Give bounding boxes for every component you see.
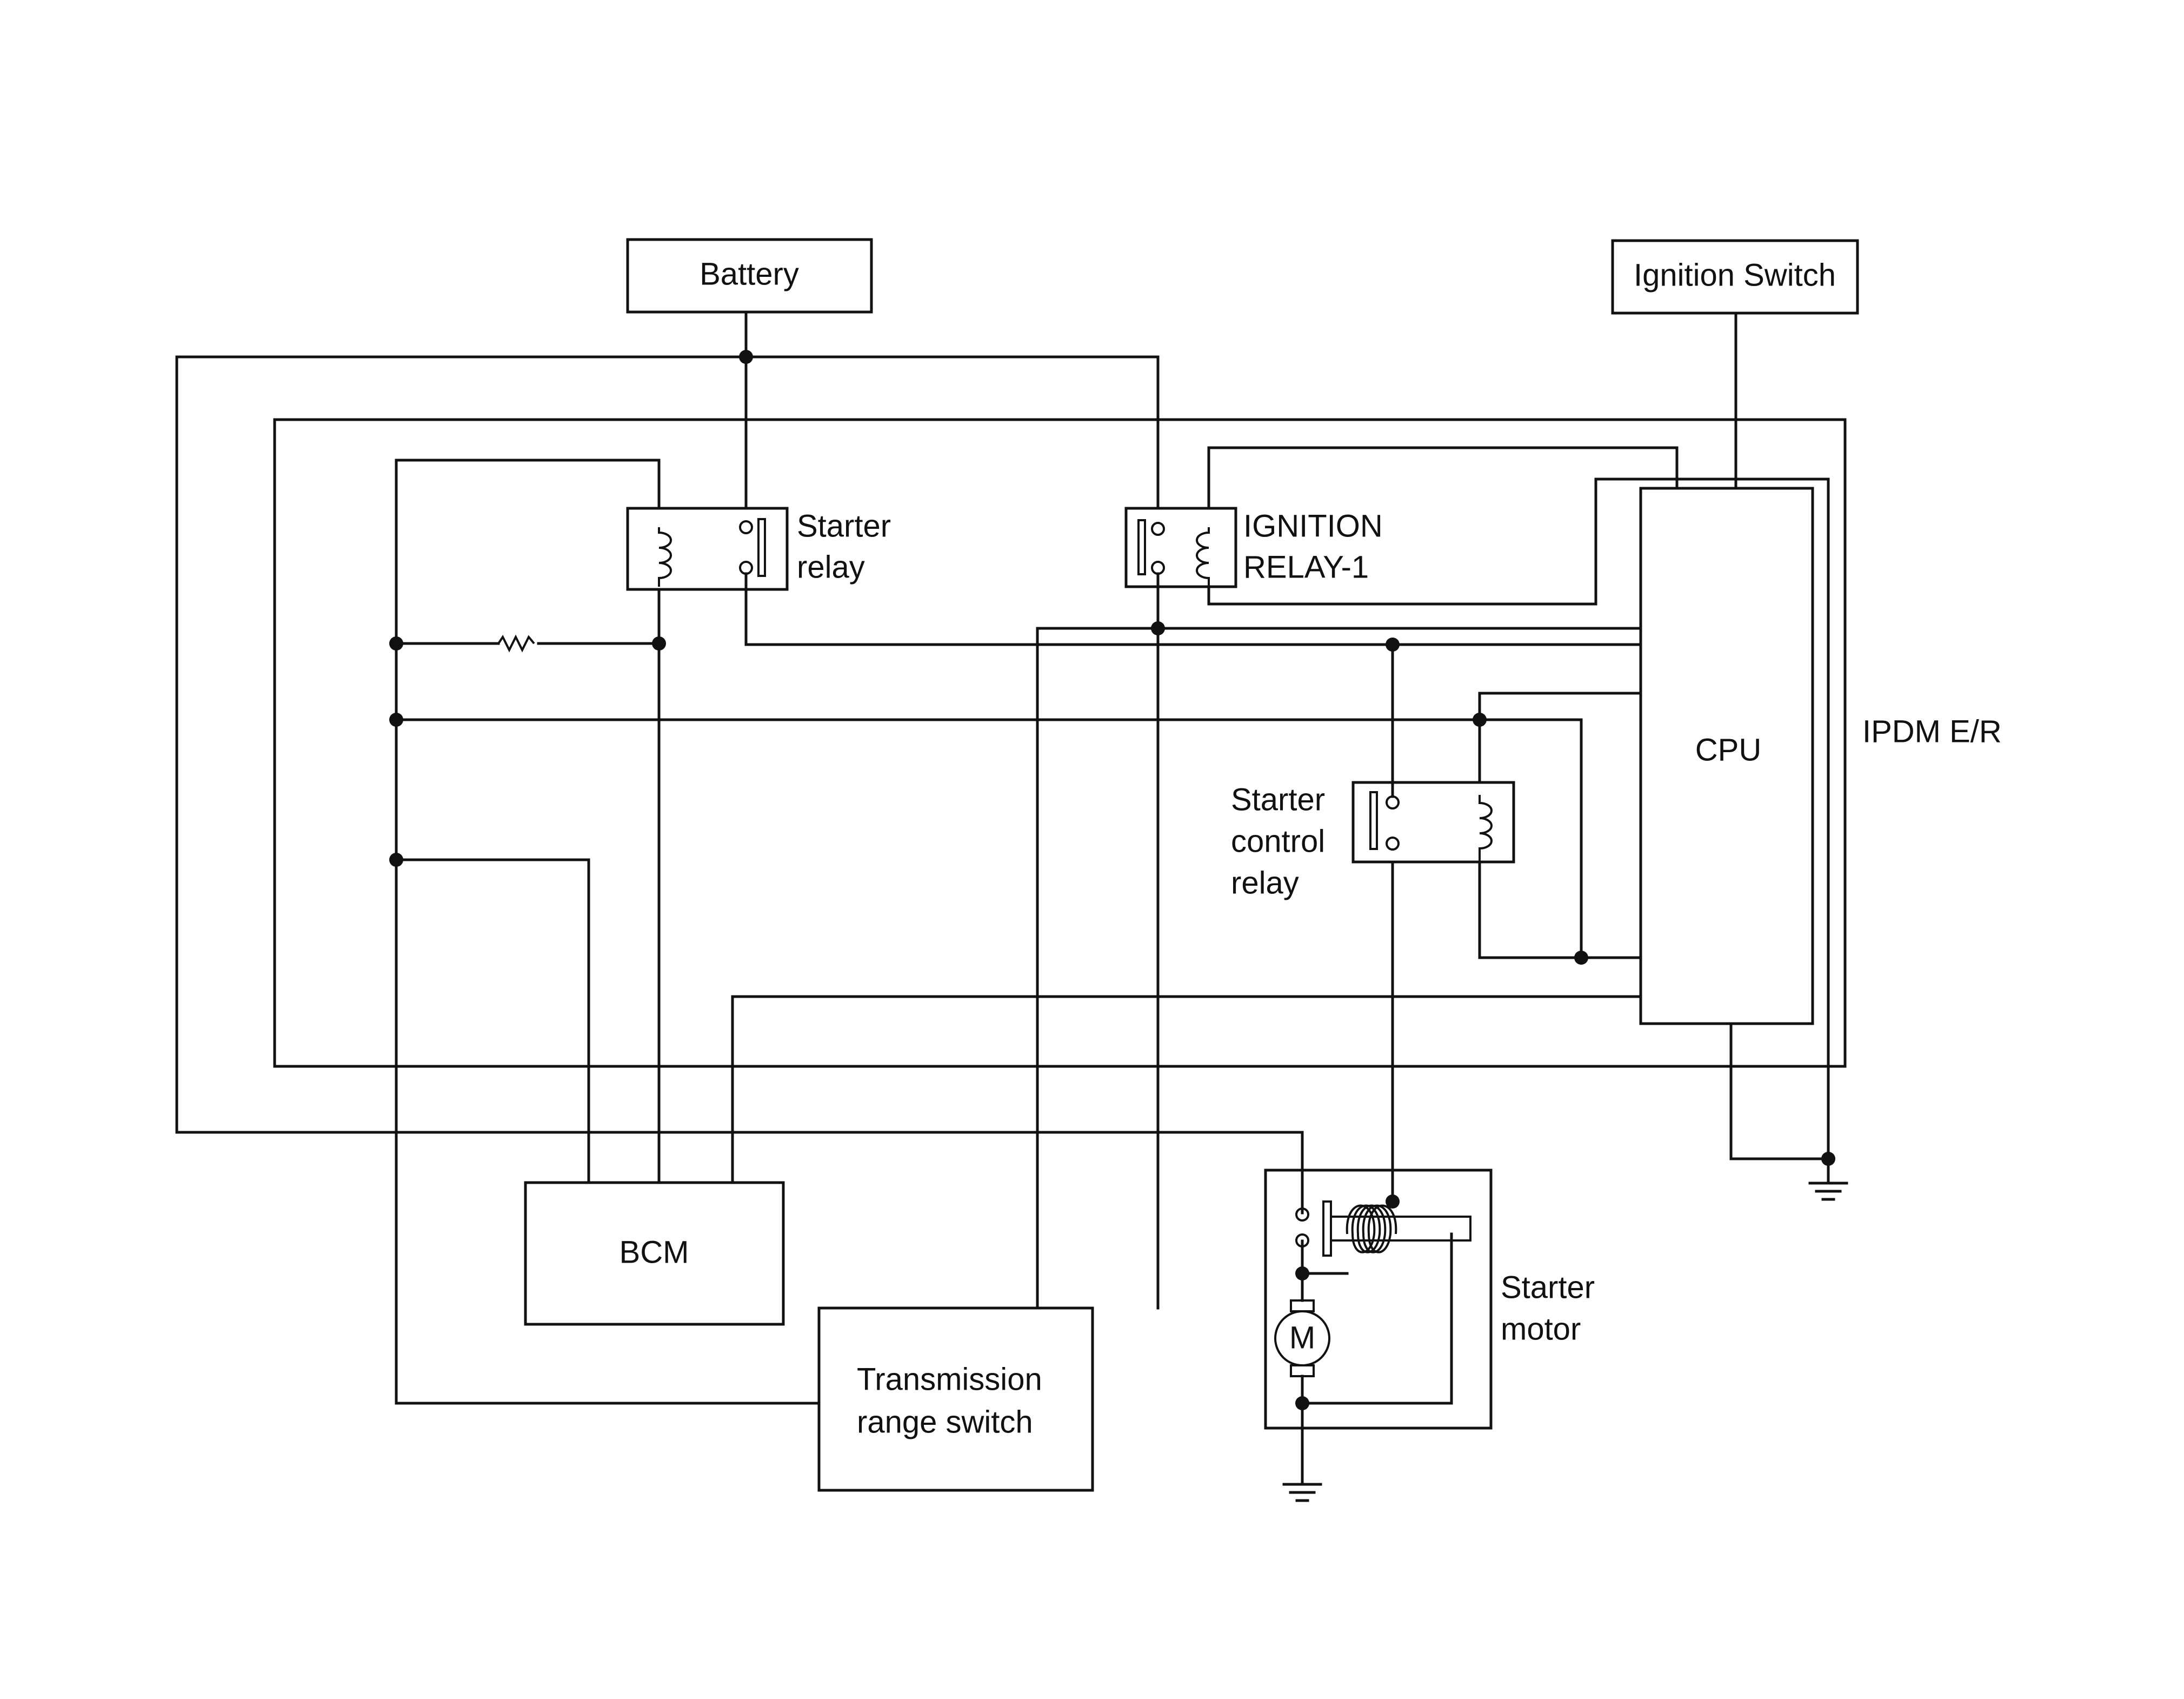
starter-relay-label-line1: Starter xyxy=(797,508,891,543)
junction-dot xyxy=(739,350,753,364)
contact-icon xyxy=(1295,1233,1309,1247)
trs-label-line1: Transmission xyxy=(857,1362,1042,1397)
wire-bus-to-control-relay xyxy=(395,718,1583,959)
battery-label: Battery xyxy=(700,256,799,291)
battery-box xyxy=(626,238,873,314)
starter-motor-box xyxy=(1264,1169,1493,1430)
starter-relay: Starter relay xyxy=(626,507,891,591)
starter-motor-label-line2: motor xyxy=(1501,1311,1581,1346)
wire-branch-to-bcm xyxy=(395,858,590,1184)
junction-dot xyxy=(1574,951,1588,965)
junction-dot xyxy=(1386,1194,1400,1209)
solenoid-plunger xyxy=(1322,1200,1332,1257)
trs-label-line2: range switch xyxy=(857,1404,1033,1439)
wire-battery-outer-loop xyxy=(175,355,1304,1214)
coil-icon xyxy=(658,527,672,587)
junction-dot xyxy=(389,713,403,727)
starter-control-relay-label-line2: control xyxy=(1231,824,1325,859)
wire-cpu-to-bcm xyxy=(731,995,1642,1184)
junction-dot xyxy=(1386,638,1400,652)
battery: Battery xyxy=(626,238,873,314)
bcm-box xyxy=(524,1181,785,1326)
motor-brush-bottom xyxy=(1290,1364,1315,1377)
wire-ignition-relay-coil-upper xyxy=(1207,446,1679,529)
contact-icon xyxy=(1295,1207,1309,1222)
junction-dot xyxy=(389,636,403,651)
wire-ignition-relay-bus-left xyxy=(1036,627,1642,1310)
motor-symbol-label: M xyxy=(1289,1320,1315,1355)
cpu-label: CPU xyxy=(1695,732,1761,767)
junction-dot xyxy=(652,636,666,651)
starter-relay-armature xyxy=(757,518,766,577)
starter-motor: M Starter motor xyxy=(1264,1169,1595,1430)
starter-motor-label-line1: Starter xyxy=(1501,1270,1595,1305)
coil-icon xyxy=(1479,795,1493,862)
solenoid-core xyxy=(1330,1216,1471,1242)
starter-control-relay-label-line3: relay xyxy=(1231,865,1299,900)
contact-icon xyxy=(739,520,753,534)
cpu-box xyxy=(1639,487,1814,1025)
ignition-relay-label-line2: RELAY-1 xyxy=(1243,549,1369,585)
wire-starter-motor-internal xyxy=(1301,1239,1349,1275)
starter-control-relay-box xyxy=(1351,781,1515,864)
ignition-relay-label-line1: IGNITION xyxy=(1243,508,1383,543)
starter-control-relay: Starter control relay xyxy=(1231,781,1515,900)
transmission-range-switch-box xyxy=(817,1306,1094,1492)
starter-relay-label-line2: relay xyxy=(797,549,865,585)
wire-starter-motor-m-out xyxy=(1301,1232,1453,1405)
junction-dot xyxy=(1473,713,1487,727)
ground-icon xyxy=(1282,1483,1322,1502)
solenoid-icon xyxy=(1346,1204,1397,1253)
motor-brush-top xyxy=(1290,1299,1315,1312)
ignition-relay-1: IGNITION RELAY-1 xyxy=(1124,507,1383,588)
transmission-range-switch: Transmission range switch xyxy=(817,1306,1094,1492)
wire-ignition-relay-coil-lower xyxy=(1207,477,1830,1160)
cpu: CPU xyxy=(1639,487,1814,1025)
wire-control-relay-coil-top xyxy=(1478,692,1642,797)
ignition-switch-label: Ignition Switch xyxy=(1634,257,1836,293)
junction-dot xyxy=(389,853,403,867)
junction-dot xyxy=(1821,1152,1835,1166)
contact-icon xyxy=(1151,522,1165,536)
junctions xyxy=(389,350,1835,1410)
starter-relay-box xyxy=(626,507,789,591)
bcm: BCM xyxy=(524,1181,785,1326)
ignition-switch-box xyxy=(1611,239,1859,315)
junction-dot xyxy=(1295,1266,1309,1280)
ground-icon xyxy=(1808,1182,1848,1201)
junction-dot xyxy=(1151,621,1165,635)
junction-dot xyxy=(1295,1396,1309,1410)
contact-icon xyxy=(1386,837,1400,851)
wire-starter-relay-coil-top xyxy=(395,459,821,1405)
ipdm-er-module-box xyxy=(273,418,1847,1068)
motor-icon xyxy=(1274,1310,1330,1366)
resistor-icon xyxy=(497,634,535,653)
wire-starter-relay-contact-to-cpu xyxy=(744,585,1642,646)
wire-battery-to-ignition-relay xyxy=(744,355,1160,529)
bcm-label: BCM xyxy=(620,1235,689,1270)
ipdm-er-label: IPDM E/R xyxy=(1862,714,2002,749)
wire-cpu-to-ground xyxy=(1729,1022,1830,1185)
ignition-relay-armature xyxy=(1137,519,1146,575)
coil-icon xyxy=(1196,527,1210,587)
ignition-switch: Ignition Switch xyxy=(1611,239,1859,315)
control-relay-armature xyxy=(1369,791,1378,850)
starter-control-relay-label-line1: Starter xyxy=(1231,782,1325,817)
